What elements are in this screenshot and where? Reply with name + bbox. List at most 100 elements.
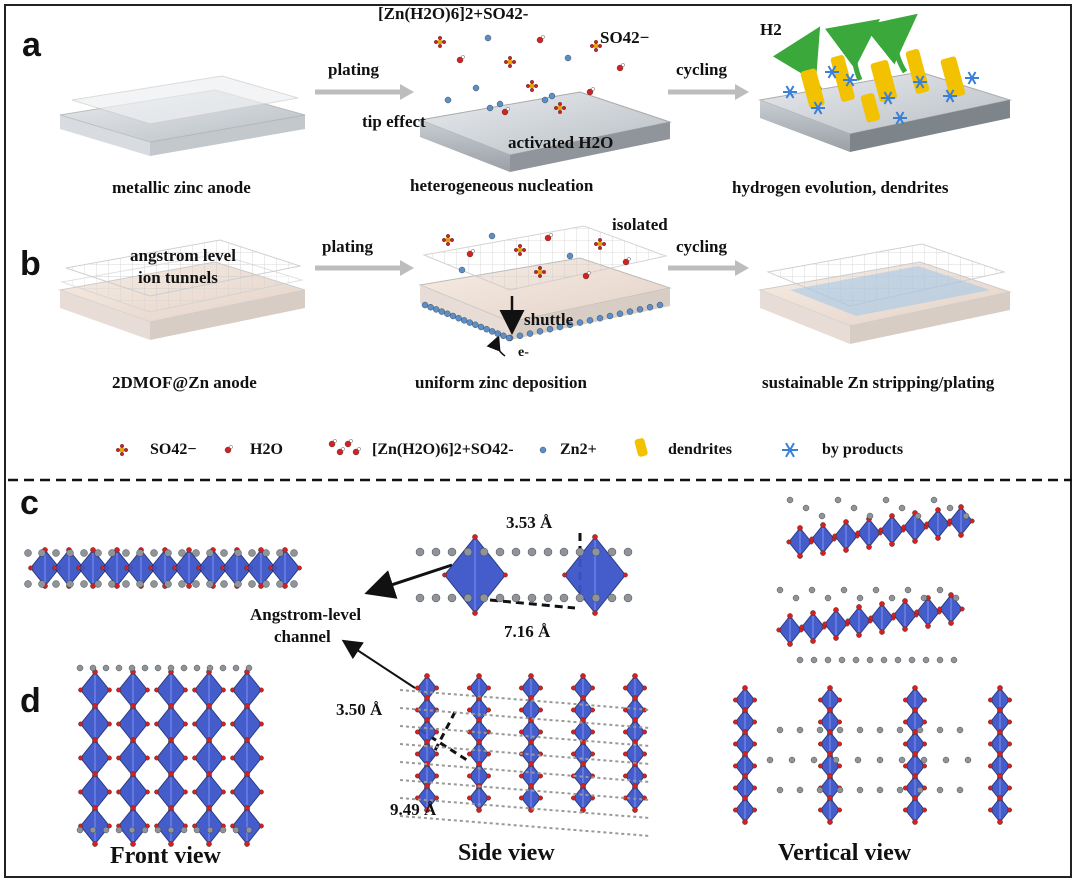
zinc-ion-icon bbox=[566, 252, 574, 260]
water-icon bbox=[344, 440, 352, 448]
zinc-ion-icon bbox=[421, 301, 429, 309]
sustainable-plating-label: sustainable Zn stripping/plating bbox=[762, 373, 995, 392]
water-icon bbox=[336, 448, 344, 456]
mof-anode-label: 2DMOF@Zn anode bbox=[112, 373, 257, 392]
sulfate-icon bbox=[507, 59, 513, 65]
dendrite-icon bbox=[830, 55, 855, 102]
zinc-ion-icon bbox=[466, 319, 473, 326]
zinc-ion-icon bbox=[596, 315, 604, 322]
legend-complex: [Zn(H2O)6]2+SO42- bbox=[372, 441, 514, 458]
molecular-detail bbox=[24, 34, 1012, 847]
zinc-ion-icon bbox=[496, 100, 504, 108]
water-icon bbox=[328, 440, 336, 448]
panel-label-a: a bbox=[22, 26, 41, 64]
sustainable-slab bbox=[758, 243, 1012, 344]
ion-tunnels-label-1: angstrom level bbox=[130, 246, 236, 265]
panel-label-c: c bbox=[20, 484, 39, 522]
ion-tunnels-label-2: ion tunnels bbox=[138, 268, 218, 287]
water-icon bbox=[224, 446, 232, 454]
zinc-ion-icon bbox=[606, 312, 614, 320]
zinc-ion-icon bbox=[546, 326, 554, 333]
channel-pointer-c bbox=[364, 563, 453, 599]
legend-sulfate: SO42− bbox=[150, 441, 197, 458]
figure-frame bbox=[4, 4, 1072, 878]
zinc-ion-icon bbox=[505, 334, 513, 342]
zinc-ion-icon bbox=[536, 328, 544, 335]
legend-water: H2O bbox=[250, 441, 283, 458]
zinc-ion-icon bbox=[576, 319, 584, 326]
water-icon bbox=[456, 56, 464, 64]
electron-label: e- bbox=[518, 345, 529, 360]
shuttle-label: shuttle bbox=[524, 310, 574, 329]
zinc-anode-label: metallic zinc anode bbox=[112, 178, 251, 197]
dendrite-icon bbox=[940, 56, 966, 98]
zinc-ion-icon bbox=[636, 306, 644, 313]
zinc-ion-icon bbox=[427, 304, 434, 311]
heterogeneous-nucleation-label: heterogeneous nucleation bbox=[410, 176, 594, 195]
water-icon bbox=[466, 250, 474, 258]
zinc-ion-icon bbox=[539, 446, 547, 454]
hydrogen-label: H2 bbox=[760, 20, 782, 39]
channel-label-2: channel bbox=[274, 627, 331, 646]
electron-arrow bbox=[486, 335, 506, 357]
sulfate-label: SO42− bbox=[600, 28, 650, 47]
dendrite-icon bbox=[800, 68, 825, 109]
sulfate-icon bbox=[445, 237, 451, 243]
zinc-ion-icon bbox=[455, 315, 462, 322]
mof-anode-slab bbox=[58, 239, 306, 340]
zinc-ion-icon bbox=[548, 92, 556, 100]
tip-effect-label: tip effect bbox=[362, 112, 426, 131]
zinc-ion-icon bbox=[486, 104, 494, 112]
dendrite-icon bbox=[870, 60, 898, 102]
zinc-ion-icon bbox=[444, 96, 452, 104]
panel-label-d: d bbox=[20, 682, 41, 720]
zinc-ion-icon bbox=[500, 332, 507, 339]
legend-zinc-ion: Zn2+ bbox=[560, 441, 597, 458]
plating-label-a: plating bbox=[328, 60, 380, 79]
sulfate-icon bbox=[597, 241, 603, 247]
isolated-label: isolated bbox=[612, 215, 668, 234]
zinc-ion-icon bbox=[566, 321, 574, 328]
zinc-ion-icon bbox=[489, 328, 496, 335]
water-icon bbox=[616, 64, 624, 72]
zinc-ion-icon bbox=[484, 34, 492, 42]
zinc-ion-icon bbox=[526, 330, 534, 337]
zinc-ion-icon bbox=[646, 304, 654, 311]
zinc-ion-icon bbox=[472, 84, 480, 92]
zinc-ion-icon bbox=[564, 54, 572, 62]
legend-dendrites: dendrites bbox=[668, 441, 732, 458]
zinc-ion-icon bbox=[458, 266, 466, 274]
sulfate-icon bbox=[557, 105, 563, 111]
cycling-label-b: cycling bbox=[676, 237, 727, 256]
water-icon bbox=[582, 272, 590, 280]
distance-3-53: 3.53 Å bbox=[506, 513, 553, 532]
zinc-ion-icon bbox=[494, 330, 501, 337]
process-arrows bbox=[315, 84, 749, 276]
zinc-anode-slab bbox=[59, 75, 306, 156]
water-icon bbox=[501, 108, 509, 116]
plating-label-b: plating bbox=[322, 237, 374, 256]
zinc-ion-icon bbox=[444, 310, 451, 317]
distance-7-16: 7.16 Å bbox=[504, 622, 551, 641]
zinc-ion-icon bbox=[586, 317, 594, 324]
zinc-ion-icon bbox=[541, 96, 549, 104]
dendrite-icon bbox=[634, 438, 648, 457]
zinc-complex-label: [Zn(H2O)6]2+SO42- bbox=[378, 4, 529, 23]
uniform-deposition-label: uniform zinc deposition bbox=[415, 373, 587, 392]
sulfate-icon bbox=[437, 39, 443, 45]
dendrite-icon bbox=[860, 93, 881, 123]
water-icon bbox=[544, 234, 552, 242]
zinc-ion-icon bbox=[477, 323, 485, 331]
sulfate-icon bbox=[119, 447, 125, 453]
sulfate-icon bbox=[529, 83, 535, 89]
distance-9-49: 9.49 Å bbox=[390, 800, 437, 819]
nucleation-slab bbox=[418, 91, 672, 172]
water-icon bbox=[536, 36, 544, 44]
side-view-label: Side view bbox=[458, 840, 555, 866]
zinc-ion-icon bbox=[516, 332, 524, 339]
hydrogen-evolution-label: hydrogen evolution, dendrites bbox=[732, 178, 949, 197]
activated-water-label: activated H2O bbox=[508, 133, 614, 152]
water-icon bbox=[352, 448, 360, 456]
zinc-ion-icon bbox=[449, 312, 457, 320]
